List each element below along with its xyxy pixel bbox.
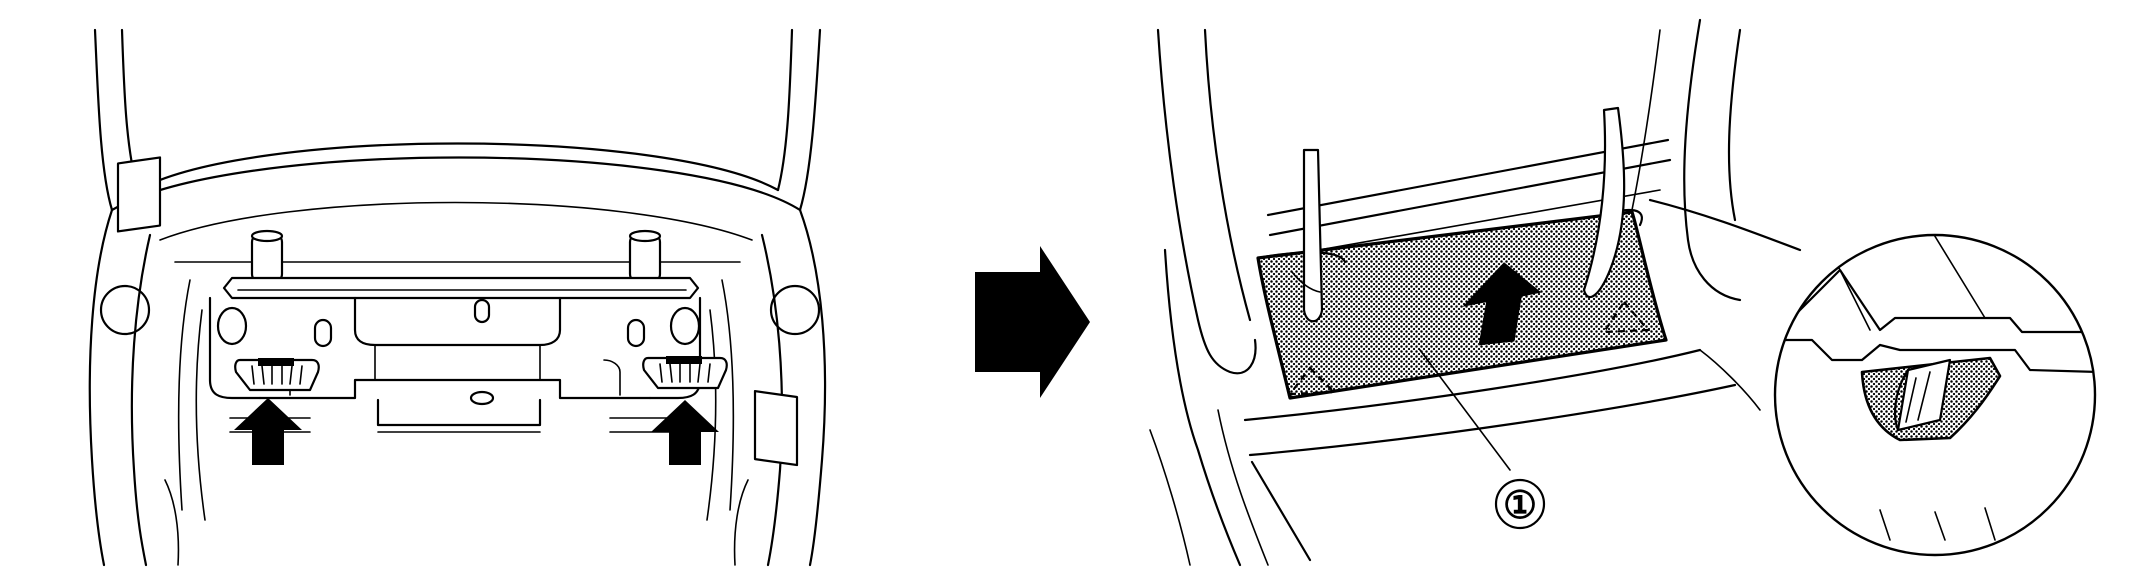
arrow-right-icon: [975, 246, 1090, 398]
arrow-up-icon: [1462, 262, 1542, 346]
callout-part-1: ①: [1503, 485, 1537, 527]
arrow-up-icon: [651, 400, 719, 465]
clip-right: [642, 356, 728, 390]
arrow-up-icon: [234, 398, 302, 465]
right-view-seat: ①: [1149, 18, 1802, 567]
clip-left: [234, 358, 320, 392]
left-view-seat-underside: [88, 28, 827, 567]
seat-cover-part: [1256, 210, 1668, 400]
detail-circle: [1773, 233, 2097, 557]
